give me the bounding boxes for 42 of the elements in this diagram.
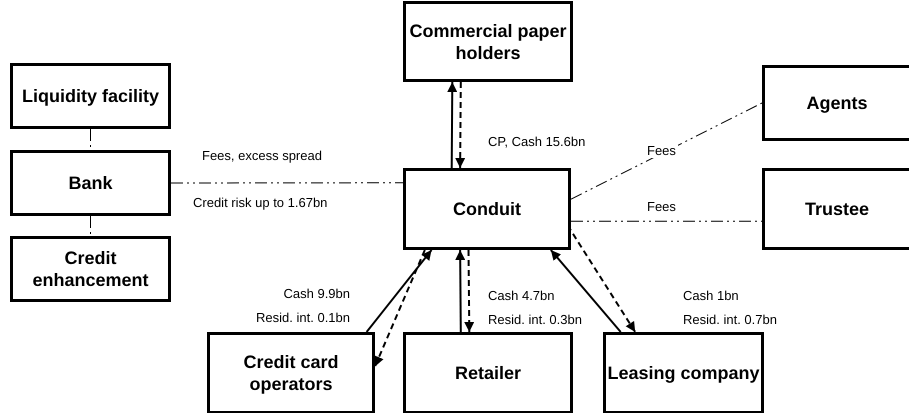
flow-label: CP, Cash 15.6bn xyxy=(488,134,586,149)
entity-name: Bank xyxy=(68,172,112,194)
connector-line xyxy=(570,220,762,222)
entity-name: Liquidity facility xyxy=(22,85,159,107)
flow-arrow xyxy=(455,82,466,168)
entity-name: Commercial paper holders xyxy=(408,20,568,64)
flow-arrow xyxy=(550,249,622,333)
entity-box xyxy=(207,332,375,413)
entity-name: Leasing company xyxy=(607,362,760,384)
flow-label: Resid. int. 0.3bn xyxy=(488,312,582,327)
flow-label: Cash 1bn xyxy=(683,288,739,303)
entity-box xyxy=(403,168,571,250)
entity-box xyxy=(403,332,573,413)
flow-label: Resid. int. 0.1bn xyxy=(256,310,350,325)
flow-label: Cash 9.9bn xyxy=(284,286,350,301)
connector-line xyxy=(90,216,91,236)
entity-name: Trustee xyxy=(804,198,870,220)
flow-label: Cash 4.7bn xyxy=(488,288,554,303)
edge-label: Fees xyxy=(645,143,678,158)
entity-name: Retailer xyxy=(454,362,522,384)
entity-name: Credit enhancement xyxy=(31,247,150,291)
entity-name: Agents xyxy=(806,92,868,114)
entity-box xyxy=(762,168,909,250)
edge-label: Fees, excess spread xyxy=(200,148,324,163)
connector-line xyxy=(570,102,762,200)
entity-box xyxy=(10,63,171,129)
entity-box xyxy=(403,1,573,82)
entity-name: Conduit xyxy=(453,198,521,220)
entity-box xyxy=(10,150,171,216)
edge-label: Fees xyxy=(645,199,678,214)
entity-box xyxy=(762,65,909,141)
entity-box xyxy=(10,236,171,302)
flow-arrow xyxy=(366,249,432,333)
flow-arrow xyxy=(464,250,474,332)
flow-label: Resid. int. 0.7bn xyxy=(683,312,777,327)
flow-arrow xyxy=(455,250,466,332)
flow-arrow xyxy=(447,82,458,168)
entity-name: Credit card operators xyxy=(242,351,340,395)
flow-label: Credit risk up to 1.67bn xyxy=(193,195,328,210)
flow-arrow xyxy=(374,250,426,367)
entity-box xyxy=(603,332,764,413)
connector-line xyxy=(170,182,404,184)
